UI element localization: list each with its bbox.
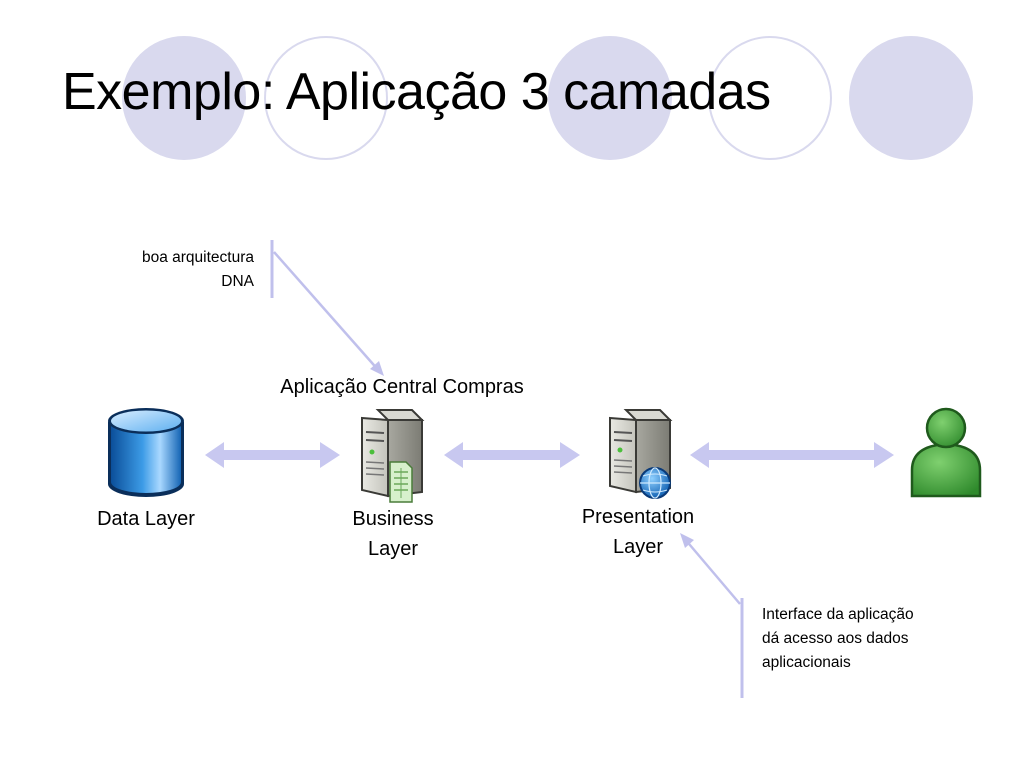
arrow-data-business	[205, 442, 340, 468]
data-layer-label: Data Layer	[97, 508, 195, 530]
presentation-layer-label: Presentation Layer	[558, 502, 718, 562]
decor-circle-2	[264, 36, 388, 160]
decor-circle-1	[122, 36, 246, 160]
arrow-business-presentation	[444, 442, 580, 468]
presentation-layer-label-line1: Presentation	[581, 506, 695, 528]
callout-bottom-line3: aplicacionais	[762, 654, 851, 671]
slide-title: Exemplo: Aplicação 3 camadas	[62, 63, 771, 121]
server-globe-icon	[609, 409, 673, 499]
callout-top-line2: DNA	[221, 273, 254, 290]
business-layer-label: Business Layer	[328, 504, 458, 564]
callout-bottom: Interface da aplicação dá acesso aos dad…	[762, 603, 982, 675]
globe-icon	[639, 467, 671, 499]
callout-top: boa arquitectura DNA	[92, 246, 254, 294]
callout-top-line1: boa arquitectura	[141, 249, 254, 266]
central-app-label: Aplicação Central Compras	[280, 376, 524, 398]
callout-top-pointer	[273, 251, 381, 373]
presentation-layer-label-line2: Layer	[612, 536, 664, 558]
business-layer-label-line1: Business	[352, 508, 434, 530]
document-icon	[389, 461, 413, 503]
decor-circle-5	[849, 36, 973, 160]
business-layer-label-line2: Layer	[367, 538, 419, 560]
callout-top-arrowhead	[370, 361, 384, 376]
callout-bottom-line1: Interface da aplicação	[762, 606, 914, 623]
arrow-presentation-user	[690, 442, 894, 468]
callout-bottom-line2: dá acesso aos dados	[762, 630, 909, 647]
server-document-icon	[361, 409, 425, 503]
callout-bottom-arrowhead	[680, 533, 694, 548]
user-icon	[910, 407, 982, 498]
decor-circle-3	[548, 36, 672, 160]
database-icon	[108, 408, 184, 497]
decor-circle-4	[708, 36, 832, 160]
callout-bottom-pointer	[683, 537, 741, 605]
